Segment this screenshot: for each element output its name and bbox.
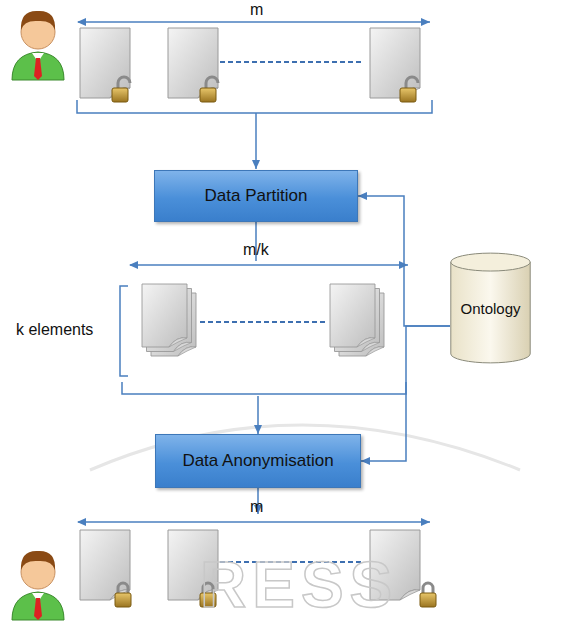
dimension-label: m/k (243, 241, 269, 259)
dimension-label: k elements (16, 321, 93, 339)
node-text: Data Anonymisation (182, 451, 333, 471)
process-box: Data Partition (154, 170, 358, 222)
flow-arrow (361, 326, 450, 461)
process-box: Data Anonymisation (155, 434, 361, 488)
dimension-label: m (250, 1, 263, 19)
flow-arrow (358, 196, 450, 326)
watermark: RESS (200, 548, 398, 622)
node-text: Data Partition (205, 186, 308, 206)
database-cylinder: Ontology (450, 252, 531, 364)
dimension-label: m (250, 498, 263, 516)
node-text: Ontology (460, 300, 520, 317)
